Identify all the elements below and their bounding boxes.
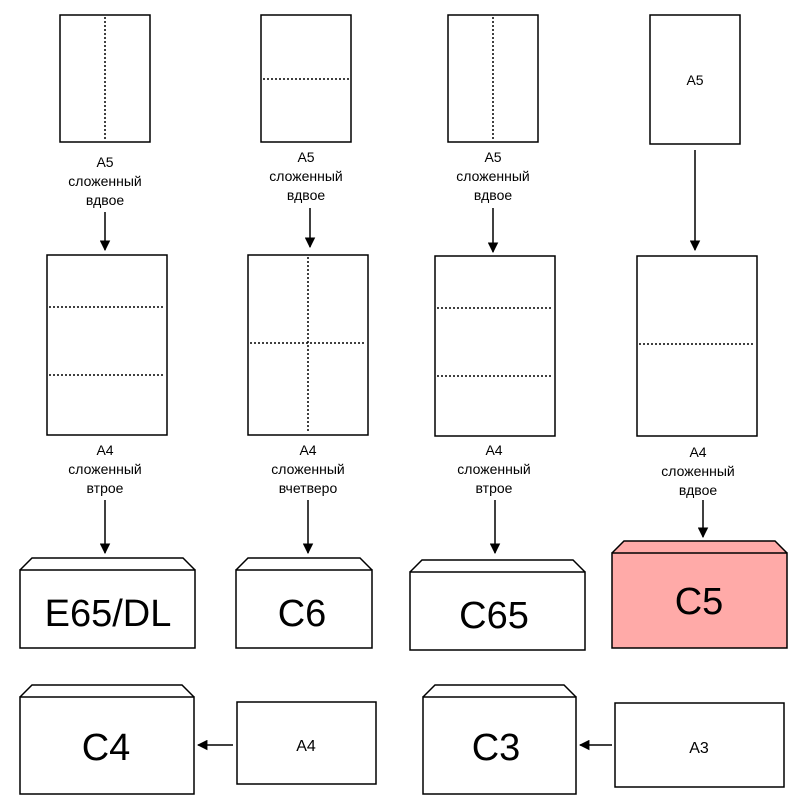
- a5-label-line-1: A5: [96, 154, 113, 170]
- column-4: A5 A4 сложенный вдвое C5: [611, 14, 788, 649]
- envelope-size-label: C5: [675, 581, 724, 623]
- a4-sheet-landscape: [236, 701, 377, 785]
- envelope: [19, 696, 195, 795]
- a5-label-line-2: сложенный: [68, 173, 141, 189]
- a5-label-line-3: вдвое: [474, 187, 513, 203]
- a4-label-line-2: сложенный: [271, 461, 344, 477]
- a4-label-line-2: сложенный: [68, 461, 141, 477]
- envelope-size-label: C4: [82, 727, 131, 769]
- a5-label-line-1: A5: [484, 149, 501, 165]
- a5-label-line-2: сложенный: [456, 168, 529, 184]
- a4-label-line-3: втрое: [87, 480, 124, 496]
- a5-sheet-label: A5: [686, 72, 703, 88]
- a4-label-line-2: сложенный: [661, 463, 734, 479]
- envelope-size-label: C65: [459, 595, 529, 637]
- a4-label-line-3: втрое: [476, 480, 513, 496]
- envelope: [409, 571, 586, 651]
- column-2: A5 сложенный вдвое A4 сложенный вчетверо…: [235, 14, 373, 649]
- a3-sheet-label: A3: [689, 740, 709, 757]
- a4-label-line-1: A4: [689, 444, 706, 460]
- a5-sheet: [649, 14, 741, 145]
- a4-label-line-3: вчетверо: [279, 480, 338, 496]
- a5-label-line-1: A5: [297, 149, 314, 165]
- a4-sheet-label: A4: [296, 738, 316, 755]
- a4-label-line-1: A4: [96, 442, 113, 458]
- a4-label-line-1: A4: [485, 442, 502, 458]
- envelope-flap: [422, 684, 577, 698]
- a3-sheet-landscape: [614, 702, 785, 788]
- bottom-row-right: C3 A3: [422, 684, 785, 795]
- a4-sheet: [46, 254, 168, 436]
- envelope: [235, 569, 373, 649]
- column-1: A5 сложенный вдвое A4 сложенный втрое E6…: [19, 14, 196, 649]
- a4-label-line-3: вдвое: [679, 482, 718, 498]
- column-3: A5 сложенный вдвое A4 сложенный втрое C6…: [409, 14, 586, 651]
- envelope-flap: [409, 559, 586, 573]
- envelope-flap: [19, 684, 195, 698]
- envelope-size-label: C6: [278, 593, 327, 635]
- envelope-flap: [611, 540, 788, 554]
- envelope-size-label: C3: [472, 727, 521, 769]
- bottom-row-left: C4 A4: [19, 684, 377, 795]
- a5-sheet: [260, 14, 352, 143]
- envelope-size-label: E65/DL: [45, 593, 172, 635]
- envelope-flap: [235, 557, 373, 571]
- a4-label-line-2: сложенный: [457, 461, 530, 477]
- a4-sheet: [636, 255, 758, 437]
- a5-label-line-3: вдвое: [287, 187, 326, 203]
- envelope-highlighted: [611, 552, 788, 649]
- a4-sheet: [434, 255, 556, 437]
- a5-label-line-2: сложенный: [269, 168, 342, 184]
- envelope: [19, 569, 196, 649]
- envelope-flap: [19, 557, 196, 571]
- envelope: [422, 696, 577, 795]
- a5-label-line-3: вдвое: [86, 192, 125, 208]
- a4-label-line-1: A4: [299, 442, 316, 458]
